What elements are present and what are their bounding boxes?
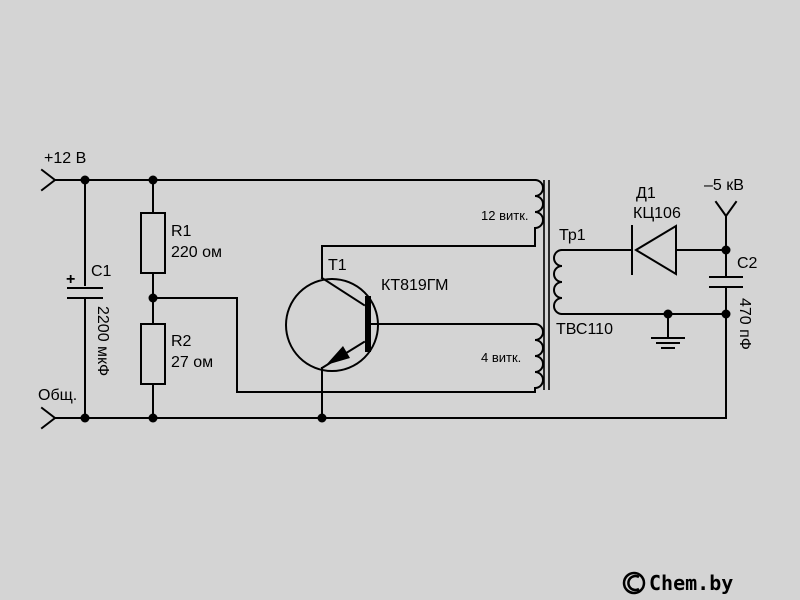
r1-value-label: 220 ом [171, 244, 222, 261]
primary-winding [321, 178, 544, 247]
supply-label: +12 В [44, 150, 86, 167]
diode-d1 [631, 224, 727, 276]
secondary-winding [553, 248, 727, 316]
base-wire [152, 297, 536, 393]
r1-name-label: R1 [171, 223, 192, 240]
c2-value-label: 470 пФ [736, 298, 753, 350]
tr1-name-label: Тр1 [559, 227, 586, 244]
transformer-core [543, 180, 550, 390]
feedback-winding-label: 4 витк. [481, 350, 521, 365]
resistor-r2 [140, 323, 166, 419]
chem-logo-icon [622, 571, 646, 595]
r2-value-label: 27 ом [171, 354, 213, 371]
t1-name-label: T1 [328, 257, 347, 274]
c1-polarity-label: + [66, 271, 75, 288]
c2-name-label: C2 [737, 255, 758, 272]
bottom-rail-wire [40, 406, 727, 430]
capacitor-c1 [67, 179, 103, 419]
tr1-type-label: ТВС110 [556, 321, 613, 338]
d1-type-label: КЦ106 [633, 205, 681, 222]
primary-winding-label: 12 витк. [481, 208, 529, 223]
junction-dots [80, 175, 731, 423]
feedback-winding [369, 322, 544, 393]
watermark-text: Chem.by [649, 571, 733, 595]
c1-name-label: C1 [91, 263, 112, 280]
c1-value-label: 2200 мкФ [94, 306, 111, 376]
d1-name-label: Д1 [636, 185, 656, 202]
t1-type-label: КТ819ГМ [381, 277, 448, 294]
top-rail-wire [40, 168, 536, 192]
resistor-r1 [140, 179, 166, 325]
ground-symbol-icon [651, 313, 685, 349]
r2-name-label: R2 [171, 333, 192, 350]
output-label: –5 кВ [704, 177, 744, 194]
transistor-t1 [285, 245, 379, 419]
common-label: Общ. [38, 387, 77, 404]
output-terminal-icon [714, 200, 738, 251]
